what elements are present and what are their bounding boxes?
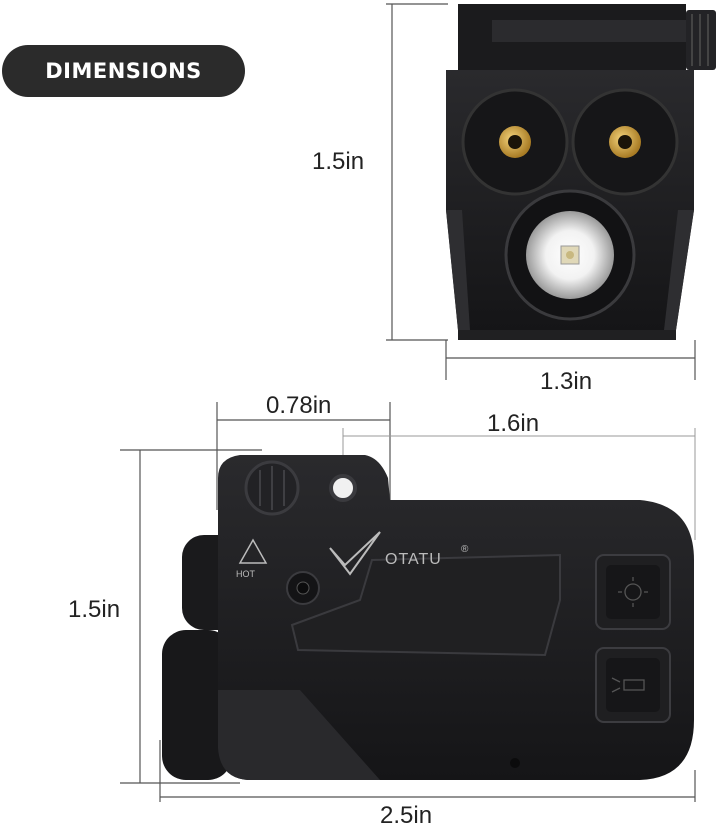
side-offset-dimension <box>216 402 391 510</box>
sun-icon <box>618 577 648 607</box>
front-width-dimension <box>445 340 696 380</box>
mount-hole <box>329 474 357 502</box>
side-length-dimension <box>159 740 696 802</box>
front-height-label: 1.5in <box>312 148 365 175</box>
side-height-dimension <box>120 449 262 784</box>
front-width-label: 1.3in <box>540 368 593 395</box>
hot-warning-icon <box>238 538 268 564</box>
registered-mark: ® <box>461 544 469 555</box>
light-front-view <box>446 4 716 340</box>
dimensions-badge: DIMENSIONS <box>2 45 245 97</box>
front-height-dimension <box>386 3 448 341</box>
hot-warning-label: HOT <box>236 569 255 579</box>
side-length-label: 2.5in <box>380 802 433 829</box>
side-span-label: 1.6in <box>487 410 540 437</box>
flashlight-icon <box>611 677 645 693</box>
brand-logo-icon <box>329 531 381 576</box>
brand-name: OTATU <box>385 551 442 568</box>
side-height-label: 1.5in <box>68 596 121 623</box>
side-offset-label: 0.78in <box>266 392 332 419</box>
badge-title: DIMENSIONS <box>45 59 202 83</box>
light-side-view <box>162 455 694 780</box>
